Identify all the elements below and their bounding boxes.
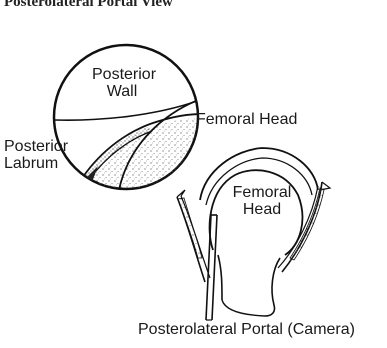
acetabulum-left-rim xyxy=(177,197,205,282)
label-femoral-head-inset: Femoral Head xyxy=(196,111,297,128)
label-posterior-wall-line1: Posterior xyxy=(92,66,152,83)
label-posterior-labrum: Posterior Labrum xyxy=(4,138,68,172)
label-femoral-head-main-line2: Head xyxy=(231,201,293,218)
label-posterior-wall-line2: Wall xyxy=(92,83,152,100)
label-femoral-head-main: Femoral Head xyxy=(231,184,293,218)
label-posterior-labrum-line2: Labrum xyxy=(4,155,68,172)
hip-joint-drawing xyxy=(177,148,330,320)
label-posterolateral-portal: Posterolateral Portal (Camera) xyxy=(138,321,355,338)
label-posterior-wall: Posterior Wall xyxy=(92,66,152,100)
femoral-neck xyxy=(265,258,280,316)
label-posterior-labrum-line1: Posterior xyxy=(4,138,68,155)
label-femoral-head-main-line1: Femoral xyxy=(231,184,293,201)
